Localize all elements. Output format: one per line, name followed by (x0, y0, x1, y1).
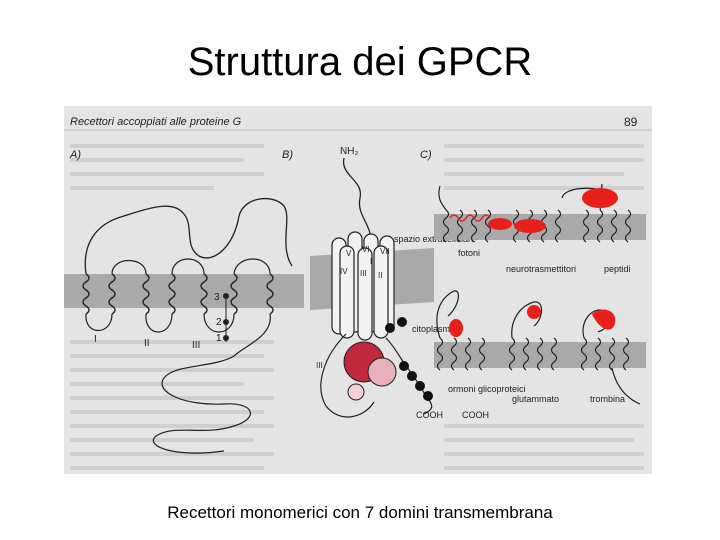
panel-a: A) I (64, 149, 304, 454)
panel-c-ligand-label: peptidi (604, 264, 631, 274)
figure-page-number: 89 (624, 115, 638, 129)
panel-b-helix-roman: I (370, 257, 372, 266)
panel-c: C) (420, 149, 646, 420)
panel-b-g-protein-gamma (347, 383, 365, 401)
panel-a-site-number: 1 (216, 333, 222, 344)
panel-b-helix-roman: IV (340, 267, 348, 276)
slide-title: Struttura dei GPCR (187, 40, 533, 84)
panel-a-loops (85, 258, 271, 454)
gpcr-diagram: Recettori accoppiati alle proteine G 89 (64, 115, 652, 470)
panel-c-ligand-label: neurotrasmettitori (506, 264, 576, 274)
panel-b-helix-roman: III (360, 269, 367, 278)
panel-c-neurotransmitter (514, 219, 546, 233)
panel-b-phospho-sites (385, 317, 433, 401)
panel-b-helix-bundle (331, 231, 395, 341)
panel-c-c-terminus: COOH (462, 410, 489, 420)
panel-c-glycoprotein-hormone (449, 319, 463, 337)
panel-a-site-dot (223, 319, 229, 325)
panel-c-retinal (488, 218, 512, 230)
panel-b-c-terminus: COOH (416, 410, 443, 420)
panel-b-helix-roman: V (346, 249, 352, 258)
panel-b-helix-roman: VI (362, 245, 370, 254)
panel-a-membrane (64, 274, 304, 308)
panel-b-cytoplasmic-loop (320, 333, 375, 418)
panel-b-helix-roman: II (378, 271, 382, 280)
panel-c-ligand-label: glutammato (512, 394, 559, 404)
slide-caption: Recettori monomerici con 7 domini transm… (167, 503, 553, 522)
panel-a-label: A) (69, 149, 81, 161)
background-text-texture (70, 144, 644, 470)
figure-header: Recettori accoppiati alle proteine G (70, 116, 242, 128)
panel-c-receptors-bottom (436, 290, 641, 405)
gpcr-figure: Recettori accoppiati alle proteine G 89 (64, 106, 652, 474)
panel-a-helix-number: I (94, 334, 97, 345)
panel-c-label: C) (420, 149, 432, 161)
panel-a-extracellular-chain (84, 197, 293, 275)
panel-a-site-number: 2 (216, 317, 222, 328)
panel-b-n-terminus: NH₂ (340, 146, 358, 157)
panel-c-peptide (582, 188, 618, 208)
panel-c-ligand-label: trombina (590, 394, 625, 404)
panel-b-cytoplasm-label: citoplasma (412, 324, 455, 334)
panel-a-helix-number: II (144, 338, 150, 349)
panel-a-site-number: 3 (214, 292, 220, 303)
panel-b-loop-label: III (316, 361, 323, 370)
panel-b-label: B) (282, 149, 293, 161)
panel-a-site-dot (223, 293, 229, 299)
panel-c-thrombin (592, 309, 616, 330)
panel-a-helices (82, 273, 274, 315)
panel-a-site-dot (223, 335, 229, 341)
panel-c-ligand-label: ormoni glicoproteici (448, 384, 526, 394)
panel-c-ligand-label: fotoni (458, 248, 480, 258)
panel-b-n-terminal-chain (343, 157, 372, 245)
panel-a-helix-number: III (192, 340, 200, 351)
panel-c-glutamate (527, 305, 541, 319)
panel-c-photon-waves (449, 214, 491, 222)
panel-b-helix-roman: VII (380, 247, 390, 256)
panel-b-g-protein-beta (367, 357, 397, 387)
panel-b-c-tail (385, 337, 433, 415)
